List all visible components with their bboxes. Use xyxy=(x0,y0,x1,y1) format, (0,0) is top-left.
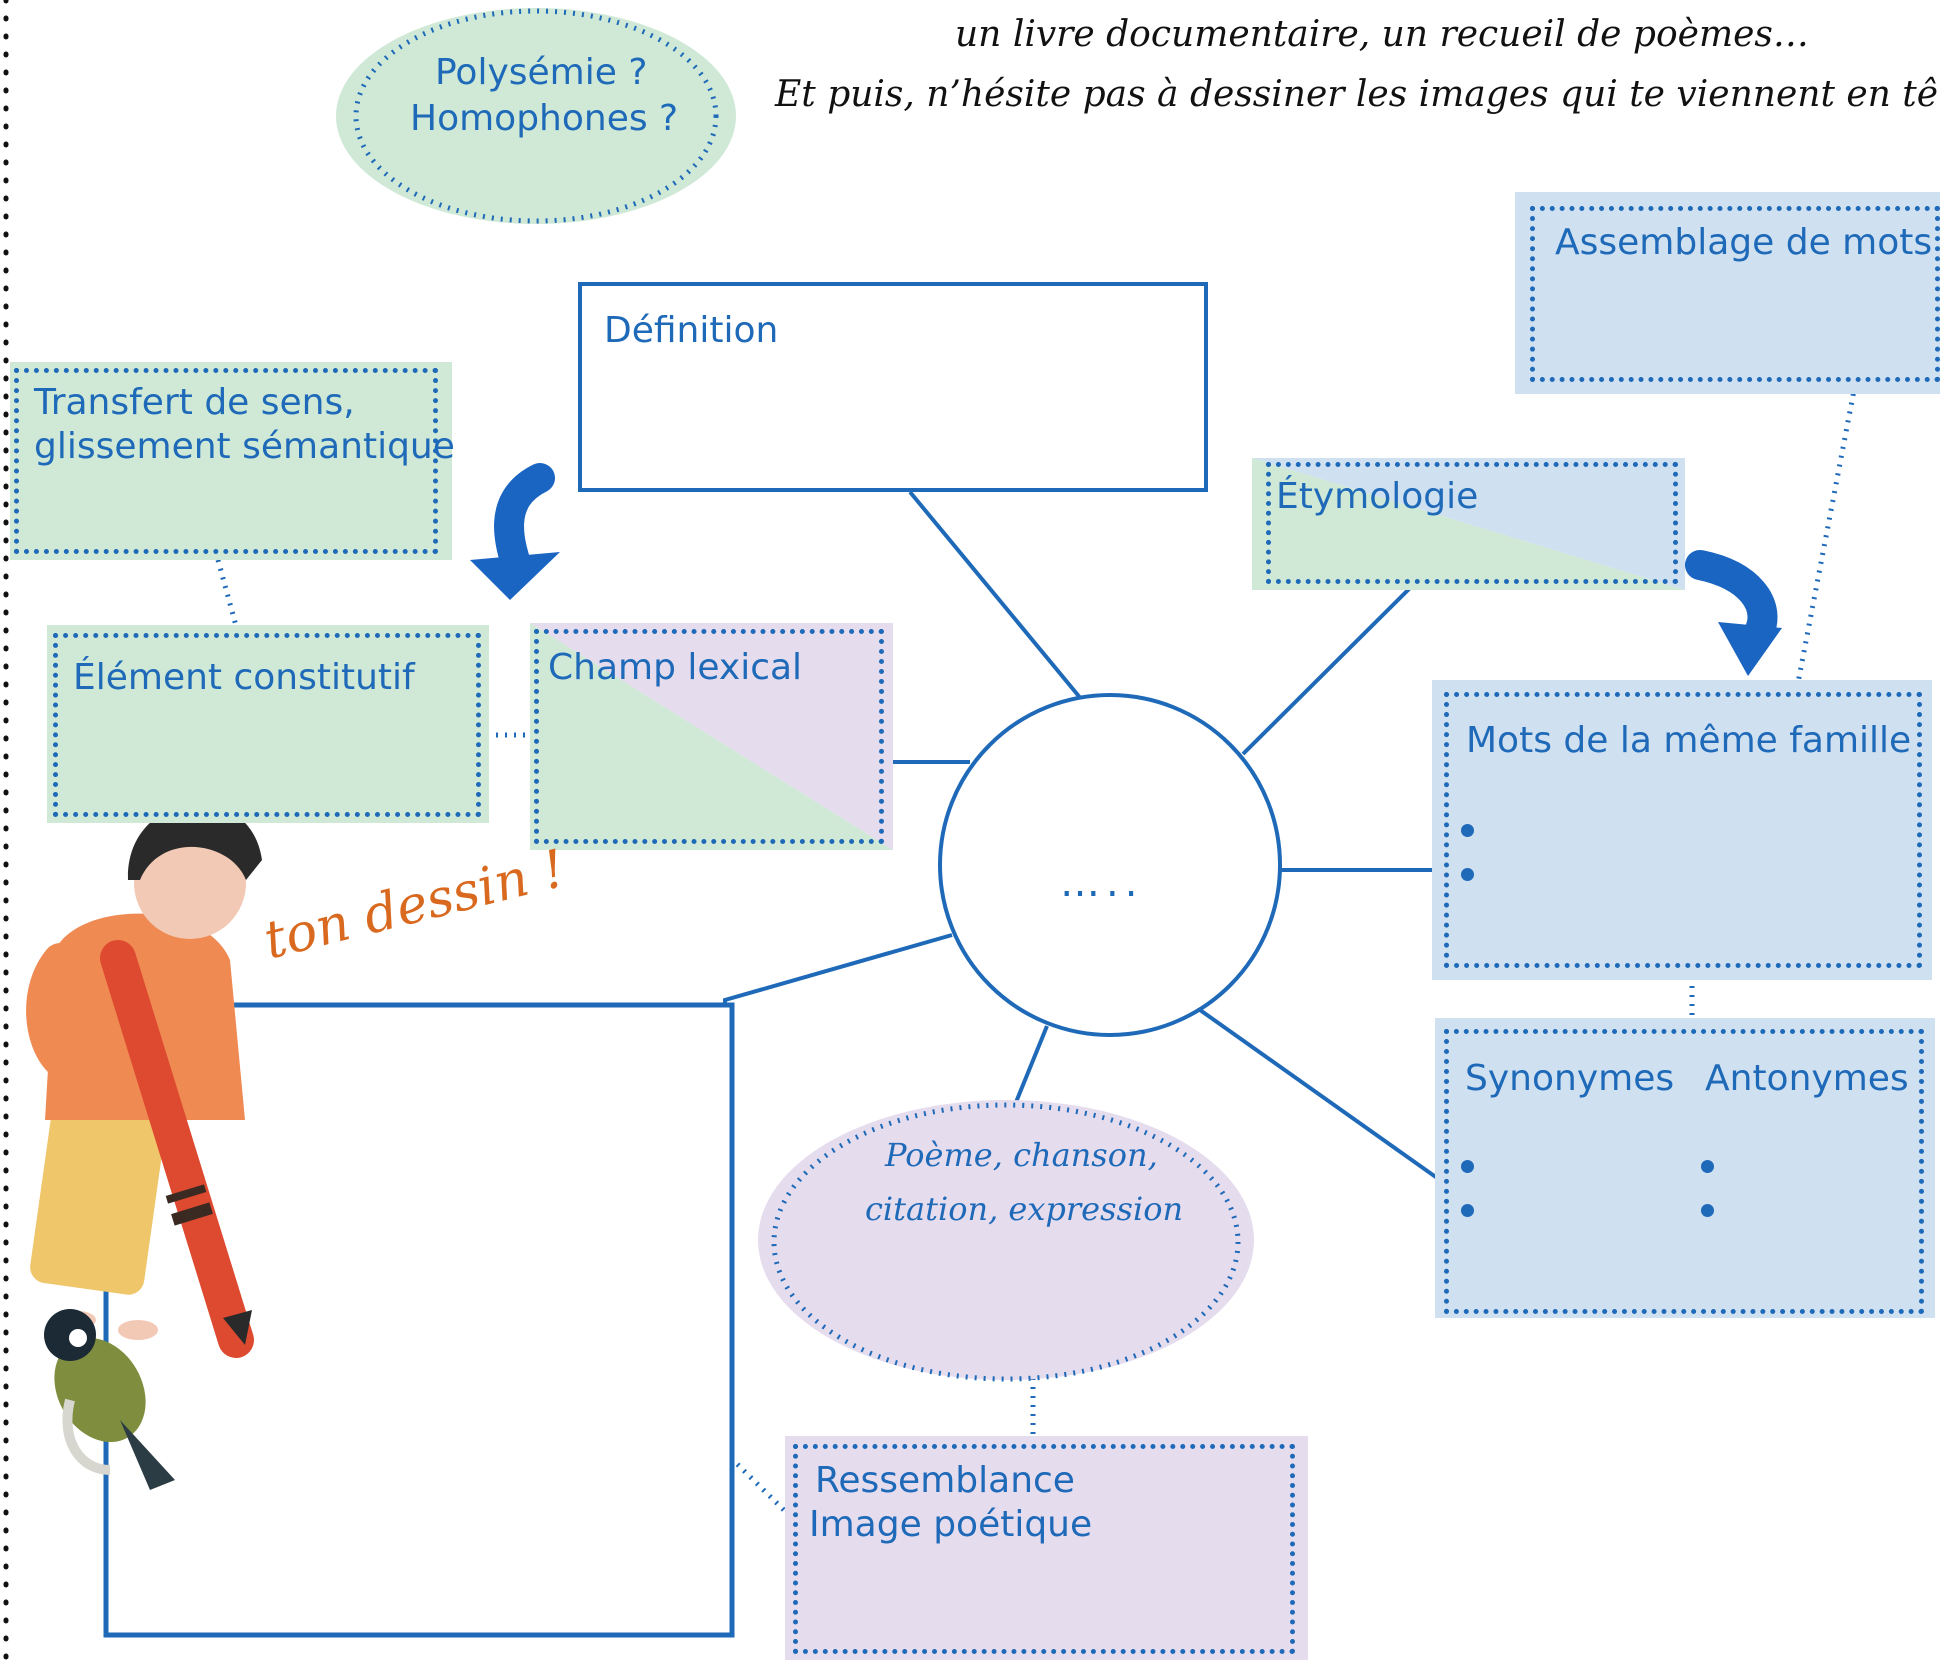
image-poetique-label: Image poétique xyxy=(809,1504,1093,1545)
poeme-label-1: Poème, chanson, xyxy=(885,1136,1158,1174)
polysemie-oval xyxy=(353,8,719,224)
central-word-label: ….. xyxy=(1060,860,1144,906)
famille-bullet-2 xyxy=(1461,868,1474,881)
famille-bullet-1 xyxy=(1461,824,1474,837)
champ-lexical-box[interactable]: Champ lexical xyxy=(530,623,893,850)
bird-illustration xyxy=(44,1309,175,1490)
synonymes-bullet-1 xyxy=(1461,1160,1474,1173)
connector-definition xyxy=(908,490,1084,702)
etymologie-label: Étymologie xyxy=(1276,476,1479,517)
transfert-label-2: glissement sémantique xyxy=(34,426,455,467)
dotted-dessin-ressemblance xyxy=(729,1456,794,1520)
etymologie-dotted-border xyxy=(1266,462,1678,584)
assemblage-label: Assemblage de mots xyxy=(1555,222,1933,263)
connector-etymologie xyxy=(1241,586,1412,756)
curved-arrow-head-right xyxy=(1718,622,1782,676)
central-word-circle[interactable] xyxy=(938,693,1282,1037)
homophones-label: Homophones ? xyxy=(410,98,679,139)
transfert-dotted-border xyxy=(14,368,438,554)
synonymes-label: Synonymes xyxy=(1465,1058,1675,1099)
child-with-crayon-illustration xyxy=(26,803,262,1358)
definition-box[interactable]: Définition xyxy=(578,282,1208,492)
etymologie-box[interactable]: Étymologie xyxy=(1252,458,1685,590)
antonymes-label: Antonymes xyxy=(1705,1058,1909,1099)
champ-lexical-label: Champ lexical xyxy=(548,647,803,688)
definition-label: Définition xyxy=(604,310,779,351)
dotted-transfert-element xyxy=(215,559,241,634)
synonymes-bullet-2 xyxy=(1461,1204,1474,1217)
champ-dotted-border xyxy=(534,629,884,844)
instruction-line-2: Et puis, n’hésite pas à dessiner les ima… xyxy=(775,74,1940,115)
dotted-assemblage-famille xyxy=(1795,384,1858,684)
poeme-oval xyxy=(771,1102,1241,1382)
connector-poeme xyxy=(1010,1025,1049,1113)
famille-box[interactable]: Mots de la même famille xyxy=(1432,680,1932,980)
curved-arrow-head-left xyxy=(470,552,560,600)
antonymes-bullet-1 xyxy=(1701,1160,1714,1173)
element-label: Élément constitutif xyxy=(73,657,415,698)
connector-dessin xyxy=(723,933,953,1008)
polysemie-label: Polysémie ? xyxy=(435,52,648,93)
element-box[interactable]: Élément constitutif xyxy=(47,625,489,823)
ressemblance-label: Ressemblance xyxy=(815,1460,1075,1501)
poeme-label-2: citation, expression xyxy=(865,1190,1184,1228)
ressemblance-box[interactable]: Ressemblance Image poétique xyxy=(785,1436,1308,1660)
famille-dotted-border xyxy=(1444,692,1922,968)
antonymes-bullet-2 xyxy=(1701,1204,1714,1217)
synonymes-antonymes-box[interactable]: Synonymes Antonymes xyxy=(1435,1018,1935,1318)
assemblage-dotted-border xyxy=(1530,206,1940,382)
famille-label: Mots de la même famille xyxy=(1466,720,1912,761)
curved-arrow-icon xyxy=(1685,550,1778,645)
instruction-line-1: un livre documentaire, un recueil de poè… xyxy=(955,14,1809,55)
ressemblance-dotted-border xyxy=(793,1444,1295,1654)
synonymes-dotted-border xyxy=(1444,1029,1924,1314)
assemblage-box[interactable]: Assemblage de mots xyxy=(1515,192,1940,394)
element-dotted-border xyxy=(53,633,481,817)
transfert-box[interactable]: Transfert de sens, glissement sémantique xyxy=(10,362,455,560)
transfert-label-1: Transfert de sens, xyxy=(34,382,355,423)
connector-synonymes xyxy=(1198,1008,1442,1182)
